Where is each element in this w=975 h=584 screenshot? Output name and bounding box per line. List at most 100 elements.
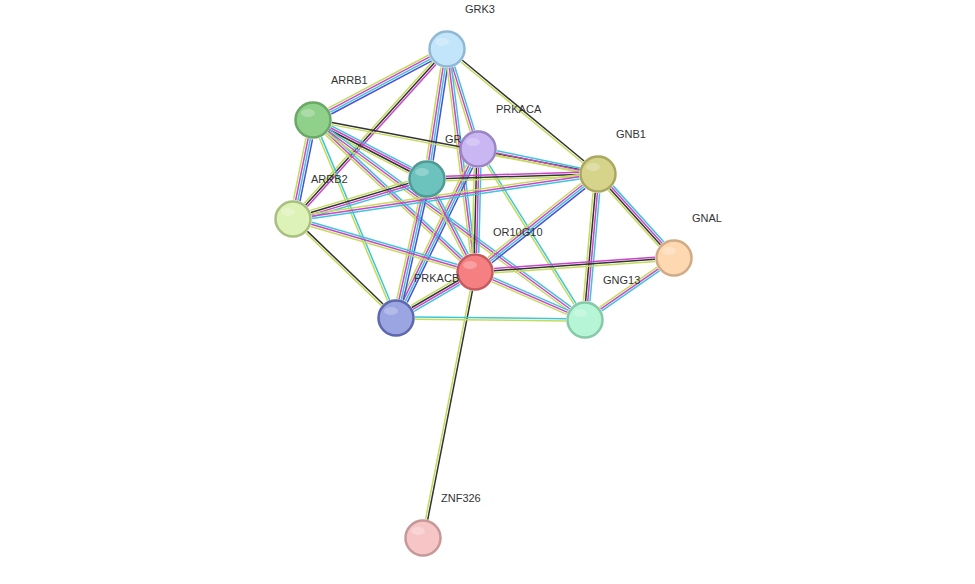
interaction-edge <box>306 231 383 305</box>
node-circle <box>461 132 496 167</box>
protein-label: ARRB1 <box>331 74 368 86</box>
protein-label: ZNF326 <box>441 492 481 504</box>
evidence-line <box>436 196 467 255</box>
evidence-line <box>330 129 571 306</box>
protein-node: GNAL <box>655 239 693 277</box>
protein-label: GRK3 <box>465 3 495 15</box>
node-highlight <box>662 247 676 255</box>
evidence-line <box>311 226 457 268</box>
evidence-line <box>494 259 655 270</box>
evidence-line <box>612 187 663 243</box>
protein-label: GNG13 <box>603 274 640 286</box>
node-circle <box>296 103 331 138</box>
evidence-line <box>601 269 659 309</box>
node-highlight <box>281 208 295 216</box>
evidence-line <box>415 317 566 319</box>
node-circle-shape <box>459 130 497 168</box>
evidence-line <box>312 179 579 218</box>
evidence-line <box>332 122 580 169</box>
node-circle-shape <box>456 253 494 291</box>
evidence-line <box>306 233 382 306</box>
evidence-line <box>496 155 579 172</box>
protein-node: PRKACB <box>377 299 415 337</box>
evidence-line <box>312 177 579 216</box>
evidence-line <box>497 151 580 168</box>
evidence-line <box>427 67 441 159</box>
protein-label: PRKACB <box>414 272 459 284</box>
evidence-line <box>608 190 659 246</box>
interaction-edge <box>599 267 659 311</box>
interaction-edge <box>472 168 481 253</box>
interaction-edge <box>608 186 663 246</box>
protein-node: ZNF326 <box>404 519 442 557</box>
evidence-line <box>312 222 458 264</box>
evidence-line <box>472 168 474 253</box>
node-highlight <box>586 163 600 171</box>
node-highlight <box>435 38 449 46</box>
node-circle-shape <box>404 519 442 557</box>
evidence-line <box>493 278 568 311</box>
evidence-line <box>613 186 664 242</box>
node-circle <box>568 303 603 338</box>
evidence-line <box>586 193 596 301</box>
node-circle-shape <box>655 239 693 277</box>
evidence-line <box>438 195 469 254</box>
interaction-edge <box>583 193 599 302</box>
evidence-line <box>415 319 566 321</box>
evidence-line <box>489 185 582 259</box>
evidence-line <box>492 282 567 315</box>
evidence-line <box>311 183 409 212</box>
interaction-edge <box>328 55 432 114</box>
interaction-edge <box>415 317 566 321</box>
protein-node: GRK3 <box>428 30 466 68</box>
node-circle <box>458 255 493 290</box>
interaction-edge <box>488 183 585 262</box>
node-highlight <box>573 309 587 317</box>
protein-label: ARRB2 <box>311 173 348 185</box>
evidence-line <box>610 189 661 245</box>
evidence-line <box>413 283 459 310</box>
evidence-line <box>307 231 383 304</box>
node-circle <box>581 157 616 192</box>
evidence-line <box>311 224 457 266</box>
evidence-line <box>488 183 581 257</box>
node-circle <box>410 162 445 197</box>
node-circle-shape <box>428 30 466 68</box>
protein-node: ARRB1 <box>294 101 332 139</box>
protein-node: PRKACA <box>459 130 497 168</box>
evidence-line <box>414 284 460 311</box>
evidence-line <box>296 138 308 200</box>
evidence-line <box>312 185 410 214</box>
evidence-line <box>327 133 461 259</box>
evidence-line <box>294 138 306 200</box>
evidence-line <box>428 291 473 520</box>
node-circle <box>276 202 311 237</box>
node-highlight <box>411 527 425 535</box>
evidence-line <box>429 68 443 160</box>
evidence-line <box>426 290 471 519</box>
interaction-edge <box>494 257 655 273</box>
evidence-line <box>599 267 657 307</box>
node-circle-shape <box>566 301 604 339</box>
interaction-edge <box>434 195 468 256</box>
node-circle <box>430 32 465 67</box>
interaction-edge <box>496 151 580 173</box>
interaction-edge <box>426 290 473 519</box>
node-circle-shape <box>579 155 617 193</box>
interaction-edge <box>311 222 458 269</box>
evidence-line <box>434 197 465 256</box>
node-circle-shape <box>377 299 415 337</box>
node-circle <box>379 301 414 336</box>
protein-node: GNG13 <box>566 301 604 339</box>
node-circle <box>406 521 441 556</box>
protein-label: GR <box>445 133 462 145</box>
protein-node: GNB1 <box>579 155 617 193</box>
evidence-line <box>494 262 655 273</box>
protein-label: GNB1 <box>616 128 646 140</box>
node-circle <box>657 241 692 276</box>
evidence-line <box>492 188 585 262</box>
node-highlight <box>463 261 477 269</box>
evidence-line <box>329 57 429 110</box>
